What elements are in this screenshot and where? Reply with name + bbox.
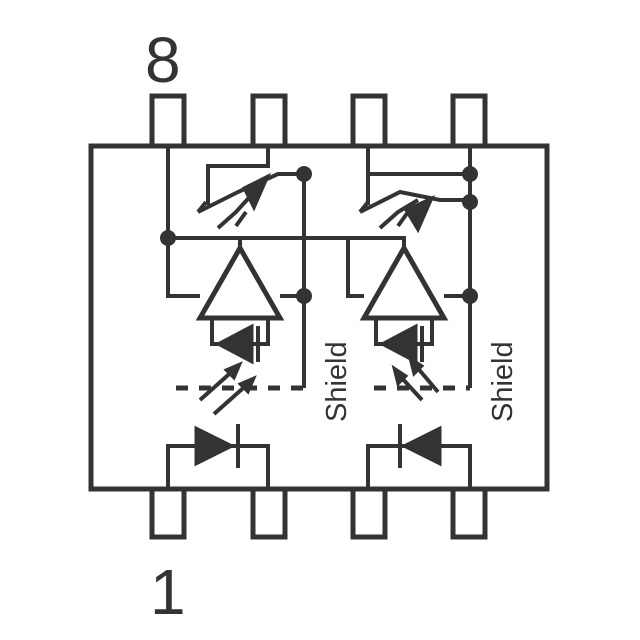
ch2-dot-emitter [462,194,478,210]
ch1-collector-wire [206,146,270,205]
ch2-transistor-leads [358,200,410,228]
ch2-led [400,425,442,467]
ch1-light-arrowhead-2 [237,375,257,395]
pin-8 [149,93,187,149]
pin-1 [149,486,187,540]
pin-4 [450,486,488,540]
pin-7 [250,93,288,149]
ch2-photodiode [378,323,418,365]
ch1-transistor-arrow [241,172,272,212]
ch1-supply-wire [166,146,200,298]
ch2-dot-top [462,166,478,182]
ch1-led [194,425,236,467]
ch1-light-arrowhead-1 [223,361,243,381]
ch2-light-arrowhead-1 [391,364,409,387]
ch1-dot-top [296,166,312,182]
pin-2 [250,486,288,540]
channel-1 [160,146,348,489]
ch2-transistor-base [359,189,470,214]
ch1-amplifier [195,242,285,321]
pin-3 [350,486,388,540]
ch1-dot-amp [296,288,312,304]
package-body [88,143,550,492]
ch1-photodiode [214,323,254,365]
shield-label-right: Shield [487,341,519,422]
ch2-transistor-arrow [403,194,435,234]
pin-number-top: 8 [145,24,181,96]
pin-number-bottom: 1 [150,556,186,628]
ch2-amplifier [359,242,449,321]
pin-5 [450,93,488,149]
ch2-dot-amp [462,288,478,304]
pin-6 [350,93,388,149]
ch2-light-arrowhead-2 [407,354,425,377]
shield-label-left: Shield [321,341,353,422]
channel-2 [346,146,478,489]
ch1-dot-base [160,230,176,246]
ch2-amp-input-wire [348,236,406,248]
ch1-transistor-leads [196,200,248,228]
ch2-supply-wire [346,238,364,298]
ch2-transistor-emitter [378,198,420,230]
